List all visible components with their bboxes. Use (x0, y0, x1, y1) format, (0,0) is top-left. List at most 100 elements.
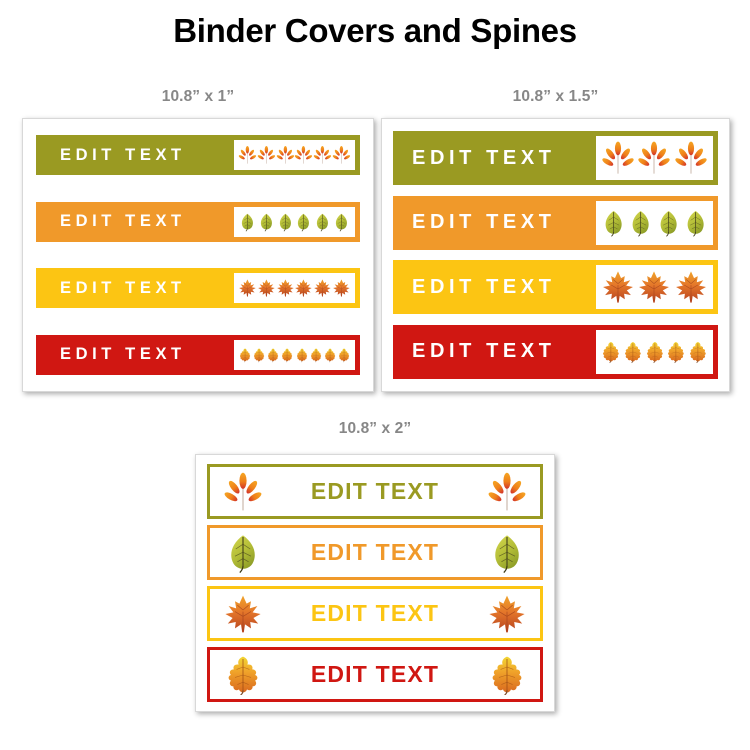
spine-text-area[interactable]: EDIT TEXT (266, 478, 484, 505)
birch-leaf-icon (231, 534, 255, 573)
spine-row[interactable]: EDIT TEXT (393, 195, 718, 250)
spine-edit-text: EDIT TEXT (412, 275, 556, 298)
oak-leaf-icon (492, 656, 522, 695)
spine-row[interactable]: EDIT TEXT (207, 464, 543, 519)
birch-leaf-icon (260, 213, 272, 232)
leaf-left (220, 469, 266, 515)
oak-leaf-icon (282, 348, 293, 363)
spine-edit-text: EDIT TEXT (60, 212, 186, 231)
spine-text-area[interactable]: EDIT TEXT (38, 337, 231, 373)
maple-leaf-icon (276, 279, 294, 297)
maple-leaf-icon (239, 279, 256, 297)
spine-text-area[interactable]: EDIT TEXT (266, 539, 484, 566)
spine-edit-text: EDIT TEXT (412, 146, 556, 169)
leaf-strip (593, 133, 716, 183)
leaf-right (484, 591, 530, 637)
sumac-leaf-icon (238, 145, 257, 164)
leaf-strip (231, 203, 358, 240)
spine-text-area[interactable]: EDIT TEXT (38, 270, 231, 306)
spine-sheet-1_5in[interactable]: EDIT TEXT (381, 118, 730, 392)
spine-row[interactable]: EDIT TEXT (36, 201, 360, 242)
sumac-leaf-icon (488, 472, 526, 510)
spine-row[interactable]: EDIT TEXT (207, 647, 543, 702)
sumac-leaf-icon (602, 141, 634, 174)
birch-leaf-icon (660, 210, 677, 237)
spine-sheet-1in[interactable]: EDIT TEXT (22, 118, 374, 392)
birch-leaf-icon (605, 210, 622, 237)
spine-edit-text: EDIT TEXT (60, 145, 186, 164)
maple-leaf-icon (225, 595, 261, 632)
oak-leaf-icon (624, 341, 641, 364)
maple-leaf-icon (314, 279, 332, 297)
maple-leaf-icon (675, 271, 706, 303)
spine-edit-text: EDIT TEXT (60, 278, 186, 297)
spine-row[interactable]: EDIT TEXT (207, 586, 543, 641)
spine-text-area[interactable]: EDIT TEXT (395, 133, 593, 183)
sumac-leaf-icon (638, 141, 671, 174)
page-title: Binder Covers and Spines (173, 12, 577, 49)
spine-row[interactable]: EDIT TEXT (36, 334, 360, 375)
oak-leaf-icon (254, 348, 265, 363)
oak-leaf-icon (228, 656, 258, 695)
spine-text-area[interactable]: EDIT TEXT (395, 327, 593, 377)
spine-row[interactable]: EDIT TEXT (393, 131, 718, 185)
maple-leaf-icon (333, 279, 350, 297)
leaf-strip (231, 336, 358, 373)
leaf-strip (231, 270, 358, 307)
spine-text-area[interactable]: EDIT TEXT (395, 198, 593, 248)
size-label-sheet-2: 10.8” x 1.5” (512, 88, 599, 105)
spine-text-area[interactable]: EDIT TEXT (38, 137, 231, 173)
sumac-leaf-icon (314, 145, 332, 164)
leaf-strip (231, 137, 358, 173)
spine-text-area[interactable]: EDIT TEXT (38, 204, 231, 240)
spine-text-area[interactable]: EDIT TEXT (395, 262, 593, 312)
oak-leaf-icon (603, 341, 619, 364)
spine-text-area[interactable]: EDIT TEXT (266, 600, 484, 627)
maple-leaf-icon (257, 279, 275, 297)
leaf-right (484, 652, 530, 698)
sumac-leaf-icon (295, 145, 313, 164)
leaf-left (220, 652, 266, 698)
sumac-leaf-icon (224, 472, 262, 510)
leaf-strip (593, 262, 716, 313)
spine-row[interactable]: EDIT TEXT (393, 260, 718, 315)
sumac-leaf-icon (332, 145, 351, 164)
birch-leaf-icon (336, 213, 348, 232)
spine-text-area[interactable]: EDIT TEXT (266, 661, 484, 688)
maple-leaf-icon (295, 279, 313, 297)
birch-leaf-icon (687, 210, 704, 237)
spine-sheet-2in[interactable]: EDIT TEXT EDIT TEXT (195, 454, 555, 712)
spine-edit-text: EDIT TEXT (60, 345, 186, 364)
leaf-strip (593, 197, 716, 248)
spine-row[interactable]: EDIT TEXT (36, 135, 360, 175)
oak-leaf-icon (324, 348, 335, 363)
oak-leaf-icon (268, 348, 279, 363)
leaf-left (220, 530, 266, 576)
oak-leaf-icon (668, 341, 685, 364)
spine-row[interactable]: EDIT TEXT (207, 525, 543, 580)
spine-edit-text: EDIT TEXT (412, 340, 556, 363)
oak-leaf-icon (338, 348, 350, 363)
maple-leaf-icon (639, 271, 670, 303)
maple-leaf-icon (603, 271, 634, 303)
oak-leaf-icon (690, 341, 706, 364)
birch-leaf-icon (241, 213, 253, 232)
spine-edit-text: EDIT TEXT (310, 478, 440, 504)
spine-stack: EDIT TEXT (23, 119, 373, 391)
birch-leaf-icon (495, 534, 519, 573)
oak-leaf-icon (239, 348, 251, 363)
birch-leaf-icon (632, 210, 649, 237)
leaf-right (484, 530, 530, 576)
sumac-leaf-icon (276, 145, 294, 164)
birch-leaf-icon (298, 213, 310, 232)
spine-stack: EDIT TEXT EDIT TEXT (196, 455, 554, 711)
spine-edit-text: EDIT TEXT (310, 600, 440, 626)
spine-edit-text: EDIT TEXT (310, 539, 440, 565)
spine-edit-text: EDIT TEXT (310, 661, 440, 687)
sumac-leaf-icon (675, 141, 707, 174)
leaf-left (220, 591, 266, 637)
leaf-right (484, 469, 530, 515)
spine-row[interactable]: EDIT TEXT (393, 324, 718, 379)
spine-row[interactable]: EDIT TEXT (36, 268, 360, 309)
oak-leaf-icon (296, 348, 307, 363)
